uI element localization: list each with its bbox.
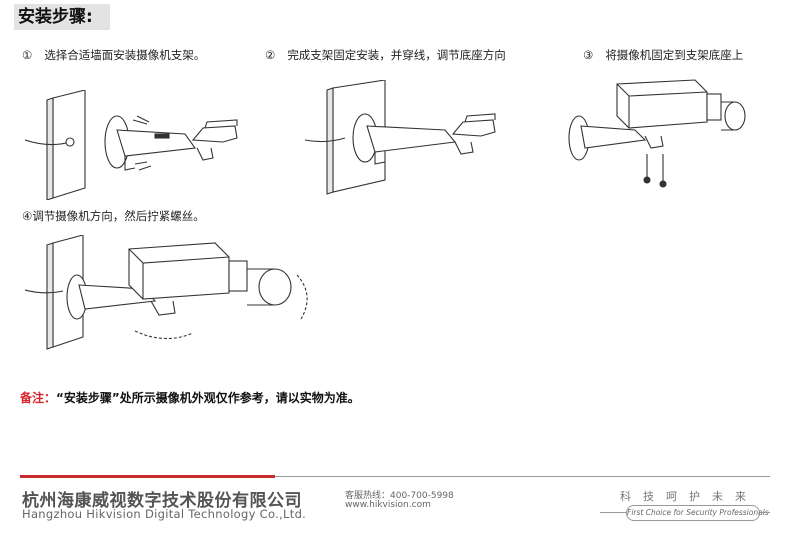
slogan-line-left bbox=[600, 512, 626, 513]
company-name-cn: 杭州海康威视数字技术股份有限公司 bbox=[22, 491, 302, 511]
slogan-en: First Choice for Security Professionals bbox=[626, 505, 769, 521]
footer-rule-red bbox=[20, 475, 275, 478]
disclaimer-note: 备注：“安装步骤”处所示摄像机外观仅作参考，请以实物为准。 bbox=[20, 389, 360, 406]
step-2-illustration bbox=[305, 80, 496, 195]
step-1-number: ① bbox=[22, 48, 33, 62]
slogan-line-right bbox=[760, 512, 770, 513]
step-3-text: 将摄像机固定到支架底座上 bbox=[605, 48, 744, 62]
step-1-text: 选择合适墙面安装摄像机支架。 bbox=[44, 48, 206, 62]
step-1-illustration bbox=[25, 90, 238, 200]
step-4-text: 调节摄像机方向，然后拧紧螺丝。 bbox=[32, 209, 205, 223]
company-name-en: Hangzhou Hikvision Digital Technology Co… bbox=[22, 507, 307, 521]
note-text: “安装步骤”处所示摄像机外观仅作参考，请以实物为准。 bbox=[56, 391, 360, 405]
step-3-number: ③ bbox=[583, 48, 594, 62]
step-2-text: 完成支架固定安装，并穿线，调节底座方向 bbox=[287, 48, 506, 62]
step-3-caption: ③ 将摄像机固定到支架底座上 bbox=[583, 47, 743, 63]
step-2-caption: ② 完成支架固定安装，并穿线，调节底座方向 bbox=[265, 47, 506, 63]
note-label: 备注： bbox=[20, 391, 57, 405]
page-title: 安装步骤: bbox=[14, 4, 110, 30]
step-4-number: ④ bbox=[22, 209, 33, 223]
service-hotline: 客服热线：400-700-5998 bbox=[345, 491, 454, 501]
footer-rule-gray bbox=[275, 476, 770, 477]
step-1-caption: ① 选择合适墙面安装摄像机支架。 bbox=[22, 47, 205, 63]
step-2-number: ② bbox=[265, 48, 276, 62]
step-4-caption: ④调节摄像机方向，然后拧紧螺丝。 bbox=[22, 208, 205, 224]
step-3-illustration bbox=[568, 79, 746, 188]
website-link[interactable]: www.hikvision.com bbox=[345, 500, 431, 510]
step-4-illustration bbox=[25, 235, 308, 350]
slogan-cn: 科技呵护未来 bbox=[620, 490, 758, 503]
